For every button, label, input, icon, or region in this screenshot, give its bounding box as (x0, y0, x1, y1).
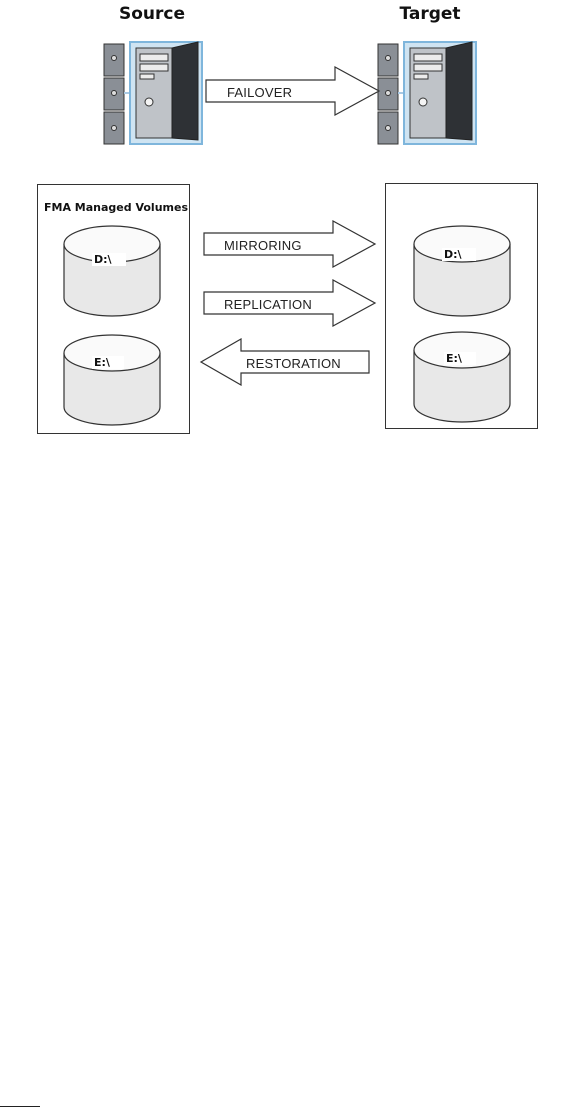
target-heading: Target (399, 4, 461, 24)
replication-label: REPLICATION (224, 297, 312, 312)
fma-managed-volumes-title: FMA Managed Volumes (44, 201, 189, 214)
restoration-arrow (199, 338, 370, 386)
replication-arrow (203, 279, 377, 327)
restoration-label: RESTORATION (246, 356, 341, 371)
mirroring-label: MIRRORING (224, 238, 302, 253)
source-server-icon (103, 41, 203, 145)
target-d-label: D:\ (442, 248, 476, 261)
target-e-disk-icon (413, 331, 511, 423)
source-e-label: E:\ (92, 356, 124, 369)
target-server-icon (377, 41, 477, 145)
target-d-disk-icon (413, 225, 511, 317)
failover-arrow (205, 66, 381, 116)
footnote-separator (0, 1106, 40, 1107)
source-e-disk-icon (63, 334, 161, 426)
source-d-label: D:\ (92, 253, 126, 266)
target-e-label: E:\ (444, 352, 476, 365)
source-d-disk-icon (63, 225, 161, 317)
failover-label: FAILOVER (227, 85, 293, 100)
mirroring-arrow (203, 220, 377, 268)
source-heading: Source (118, 4, 186, 24)
